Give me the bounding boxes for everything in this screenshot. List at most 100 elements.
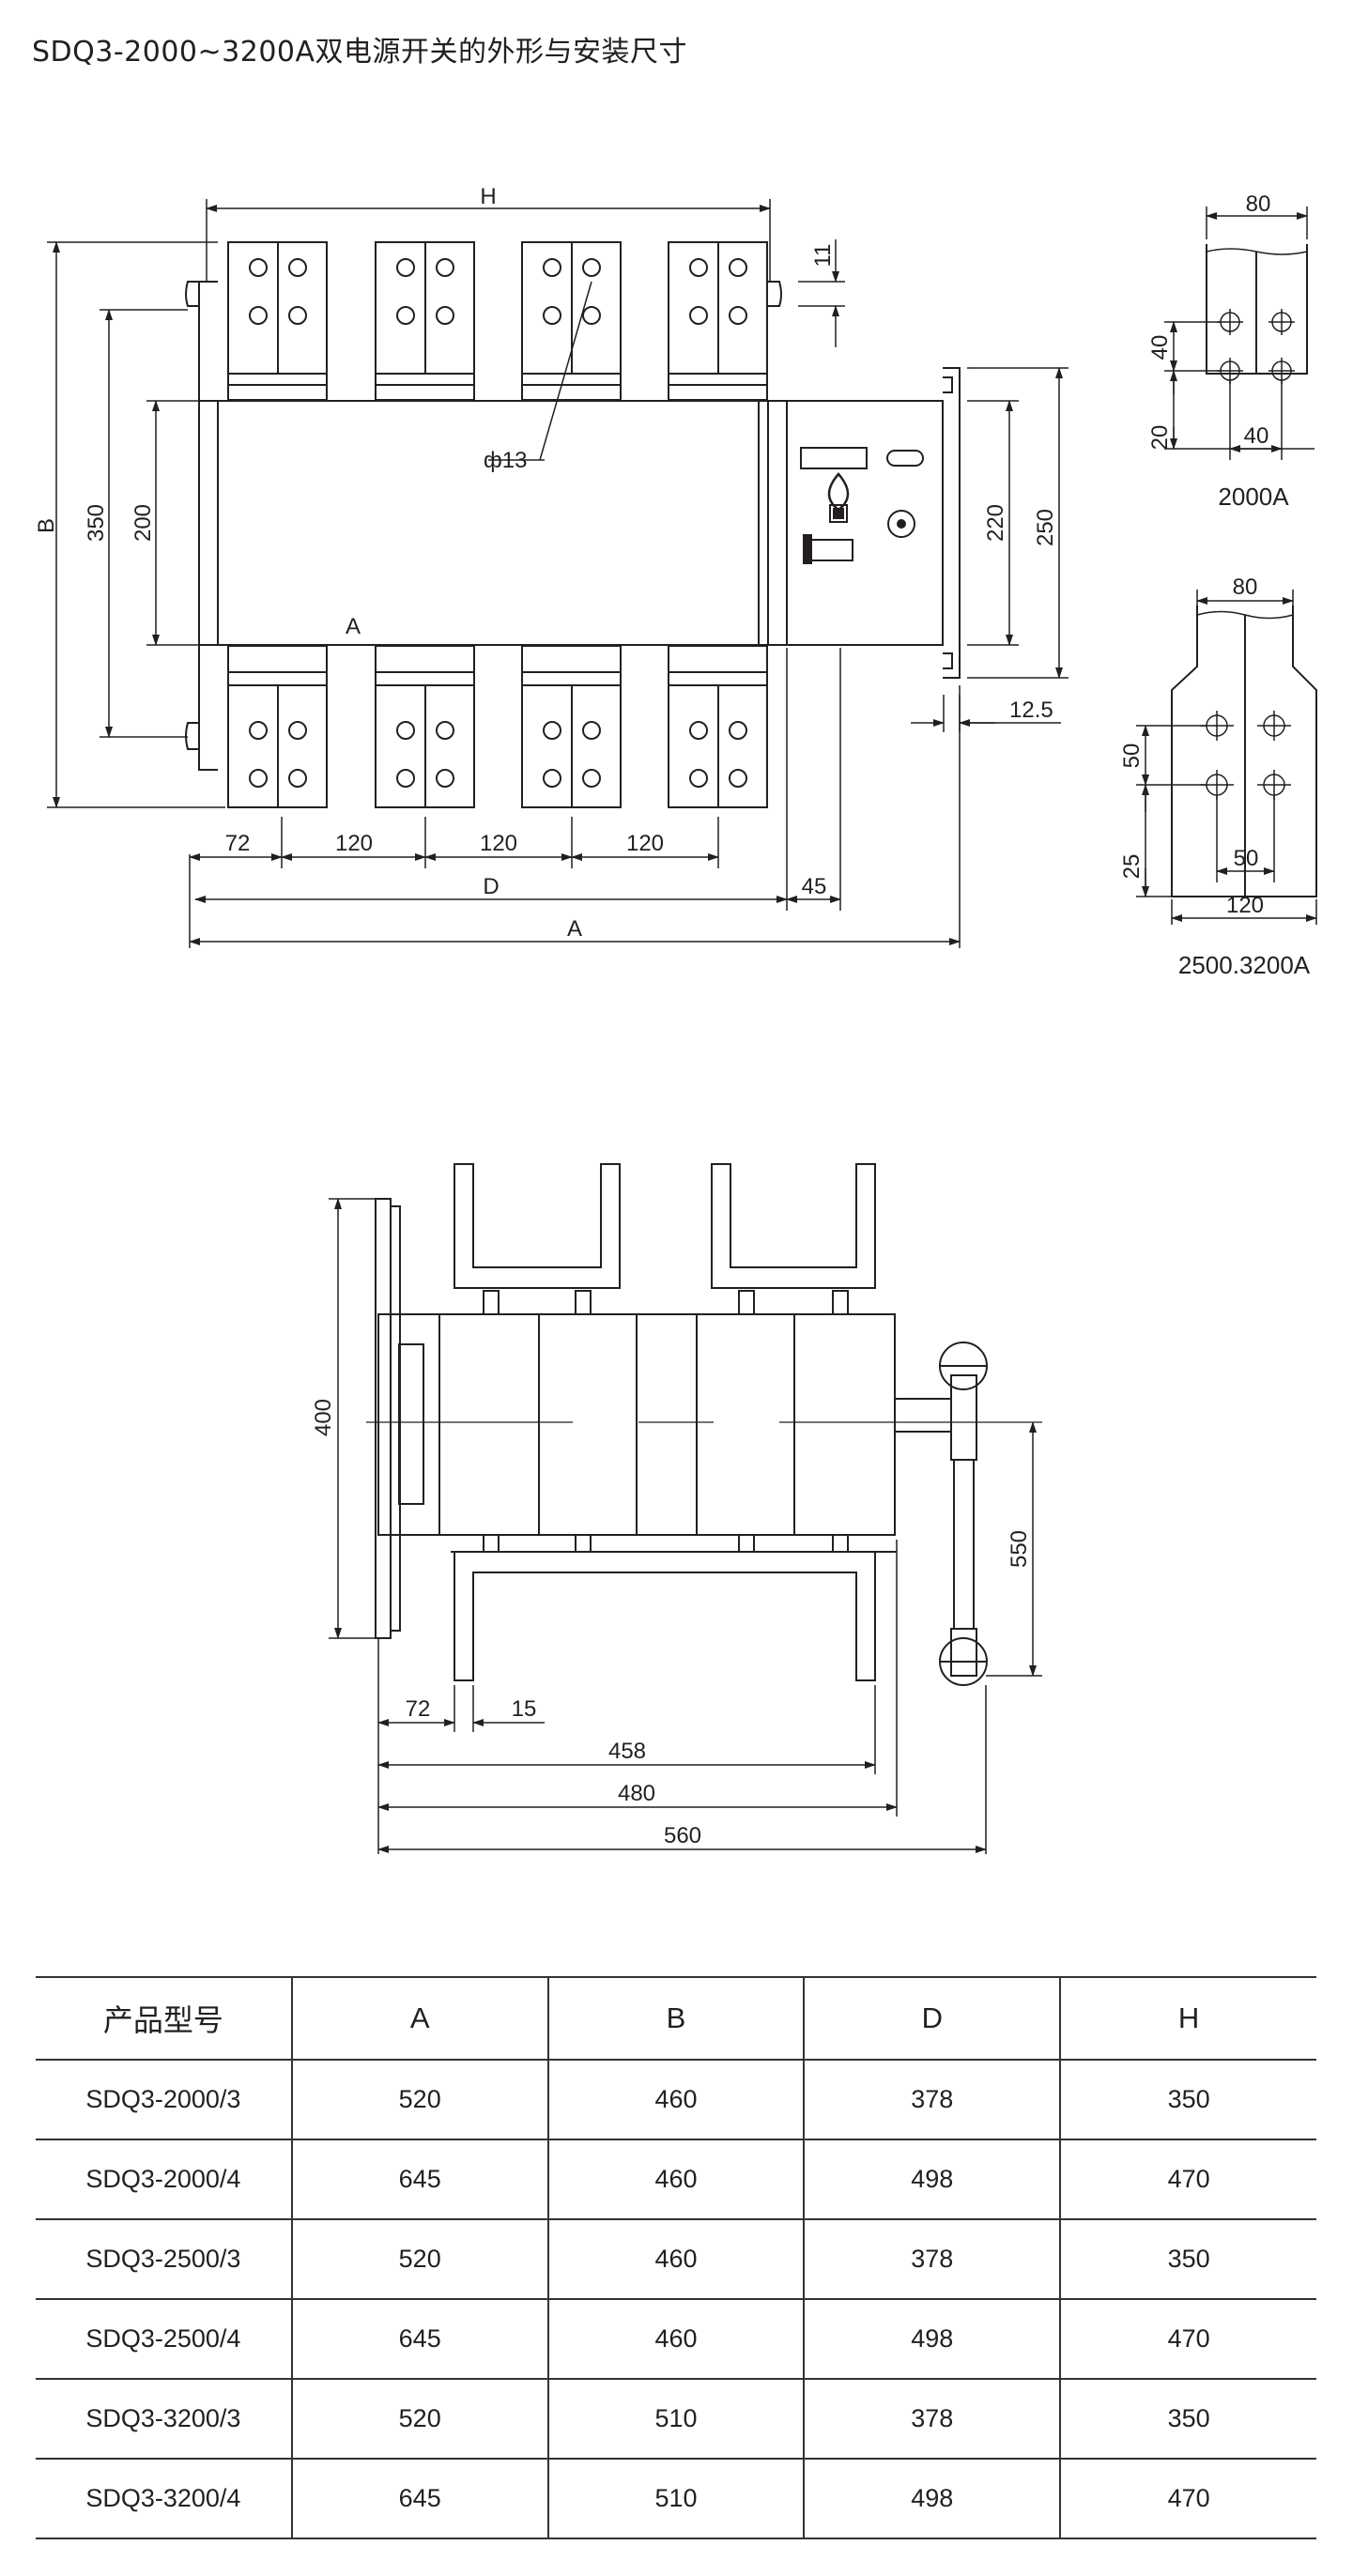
label-2500a-50h: 50 xyxy=(1234,846,1259,871)
label-220: 220 xyxy=(983,504,1008,542)
cell-model: SDQ3-2000/4 xyxy=(36,2139,292,2220)
table-row: SDQ3-3200/3 520 510 378 350 xyxy=(36,2378,1316,2460)
header-B: B xyxy=(546,1976,805,2061)
cell-B: 510 xyxy=(546,2378,805,2460)
label-2500a-80: 80 xyxy=(1233,575,1258,600)
lock-icon xyxy=(887,510,915,538)
mechanism-housing xyxy=(786,400,944,646)
header-model: 产品型号 xyxy=(36,1976,292,2061)
cell-H: 470 xyxy=(1059,2139,1316,2220)
cell-B: 460 xyxy=(546,2218,805,2300)
caption-2500a: 2500.3200A xyxy=(1178,951,1311,979)
cell-A: 520 xyxy=(290,2378,548,2460)
spec-table: 产品型号 A B D H SDQ3-2000/3 520 460 378 350… xyxy=(36,1976,1316,2539)
top-busbar-right xyxy=(711,1163,876,1289)
cell-A: 520 xyxy=(290,2218,548,2300)
front-view-drawing xyxy=(185,241,961,808)
label-250: 250 xyxy=(1033,509,1058,546)
right-end-plate xyxy=(758,400,788,646)
switch-body xyxy=(217,400,769,646)
label-120a: 120 xyxy=(335,831,373,856)
handle-lever xyxy=(805,539,853,561)
label-400: 400 xyxy=(311,1399,336,1436)
busbar-detail-2000a-dims xyxy=(1164,207,1315,460)
label-H: H xyxy=(480,184,496,209)
label-A-dim: A xyxy=(567,916,582,942)
label-72: 72 xyxy=(225,831,251,856)
label-550: 550 xyxy=(1007,1530,1032,1568)
header-A: A xyxy=(290,1976,548,2061)
mounting-bracket-left xyxy=(198,281,218,771)
side-housing xyxy=(377,1313,440,1536)
cell-model: SDQ3-2000/3 xyxy=(36,2059,292,2140)
label-45: 45 xyxy=(802,874,827,899)
cell-B: 460 xyxy=(546,2139,805,2220)
label-2000a-80: 80 xyxy=(1246,192,1271,217)
table-row: SDQ3-2500/4 645 460 498 470 xyxy=(36,2298,1316,2380)
label-side-72: 72 xyxy=(406,1696,431,1722)
header-D: D xyxy=(803,1976,1061,2061)
label-2000a-20: 20 xyxy=(1147,425,1173,451)
label-11: 11 xyxy=(810,244,836,268)
top-busbar-left xyxy=(454,1163,621,1289)
handle-knob-top xyxy=(939,1342,988,1390)
table-row: SDQ3-2000/3 520 460 378 350 xyxy=(36,2059,1316,2140)
indicator-slot xyxy=(886,450,924,467)
busbar-detail-2500a-labels: 80 50 25 50 120 2500.3200A xyxy=(1119,575,1311,979)
side-body xyxy=(438,1313,896,1536)
label-2000a-40h: 40 xyxy=(1244,423,1269,449)
label-2500a-120: 120 xyxy=(1226,893,1264,918)
cell-model: SDQ3-3200/4 xyxy=(36,2458,292,2539)
handle-icon xyxy=(827,472,850,512)
front-view-dimensions xyxy=(47,199,1069,948)
table-row: SDQ3-3200/4 645 510 498 470 xyxy=(36,2458,1316,2539)
cell-D: 498 xyxy=(803,2298,1061,2380)
cell-D: 378 xyxy=(803,2218,1061,2300)
cell-D: 378 xyxy=(803,2059,1061,2140)
table-row: SDQ3-2000/4 645 460 498 470 xyxy=(36,2139,1316,2220)
label-side-15: 15 xyxy=(512,1696,537,1722)
label-12-5: 12.5 xyxy=(1009,698,1053,723)
drawing-canvas: H B 350 200 11 ф13 A 220 250 12.5 72 120… xyxy=(34,184,1317,1854)
cell-model: SDQ3-2500/4 xyxy=(36,2298,292,2380)
side-view-dimensions xyxy=(329,1198,1042,1854)
label-phi13: ф13 xyxy=(484,448,527,473)
cell-H: 350 xyxy=(1059,2218,1316,2300)
caption-2000a: 2000A xyxy=(1218,483,1289,511)
table-header-row: 产品型号 A B D H xyxy=(36,1976,1316,2061)
label-2500a-25: 25 xyxy=(1119,854,1145,880)
label-560: 560 xyxy=(664,1823,701,1848)
left-end-plate xyxy=(198,400,219,646)
bottom-terminals xyxy=(227,645,768,808)
page-title: SDQ3-2000~3200A双电源开关的外形与安装尺寸 xyxy=(32,36,688,69)
cell-D: 498 xyxy=(803,2139,1061,2220)
mounting-bracket-right xyxy=(943,367,961,679)
label-120c: 120 xyxy=(626,831,664,856)
front-view-labels: H B 350 200 11 ф13 A 220 250 12.5 72 120… xyxy=(34,184,1058,942)
side-view-labels: 400 550 72 15 458 480 560 xyxy=(311,1399,1032,1848)
cell-A: 645 xyxy=(290,2298,548,2380)
cell-model: SDQ3-2500/3 xyxy=(36,2218,292,2300)
busbar-detail-2000a-labels: 80 40 20 40 2000A xyxy=(1147,192,1289,511)
cell-B: 510 xyxy=(546,2458,805,2539)
cell-A: 645 xyxy=(290,2458,548,2539)
handle-knob-bottom xyxy=(939,1637,988,1686)
cell-D: 498 xyxy=(803,2458,1061,2539)
cell-H: 470 xyxy=(1059,2458,1316,2539)
label-458: 458 xyxy=(608,1739,646,1764)
label-B: B xyxy=(34,518,59,533)
side-view-drawing xyxy=(375,1163,988,1686)
cell-H: 350 xyxy=(1059,2378,1316,2460)
header-H: H xyxy=(1059,1976,1316,2061)
busbar-detail-2500a xyxy=(1171,606,1317,897)
cell-D: 378 xyxy=(803,2378,1061,2460)
busbar-detail-2000a xyxy=(1206,244,1308,384)
busbar-detail-2500a-dims xyxy=(1136,590,1317,925)
side-handle-shaft xyxy=(894,1398,952,1433)
cell-H: 470 xyxy=(1059,2298,1316,2380)
cell-A: 645 xyxy=(290,2139,548,2220)
cell-model: SDQ3-3200/3 xyxy=(36,2378,292,2460)
cell-H: 350 xyxy=(1059,2059,1316,2140)
cell-A: 520 xyxy=(290,2059,548,2140)
cell-B: 460 xyxy=(546,2059,805,2140)
